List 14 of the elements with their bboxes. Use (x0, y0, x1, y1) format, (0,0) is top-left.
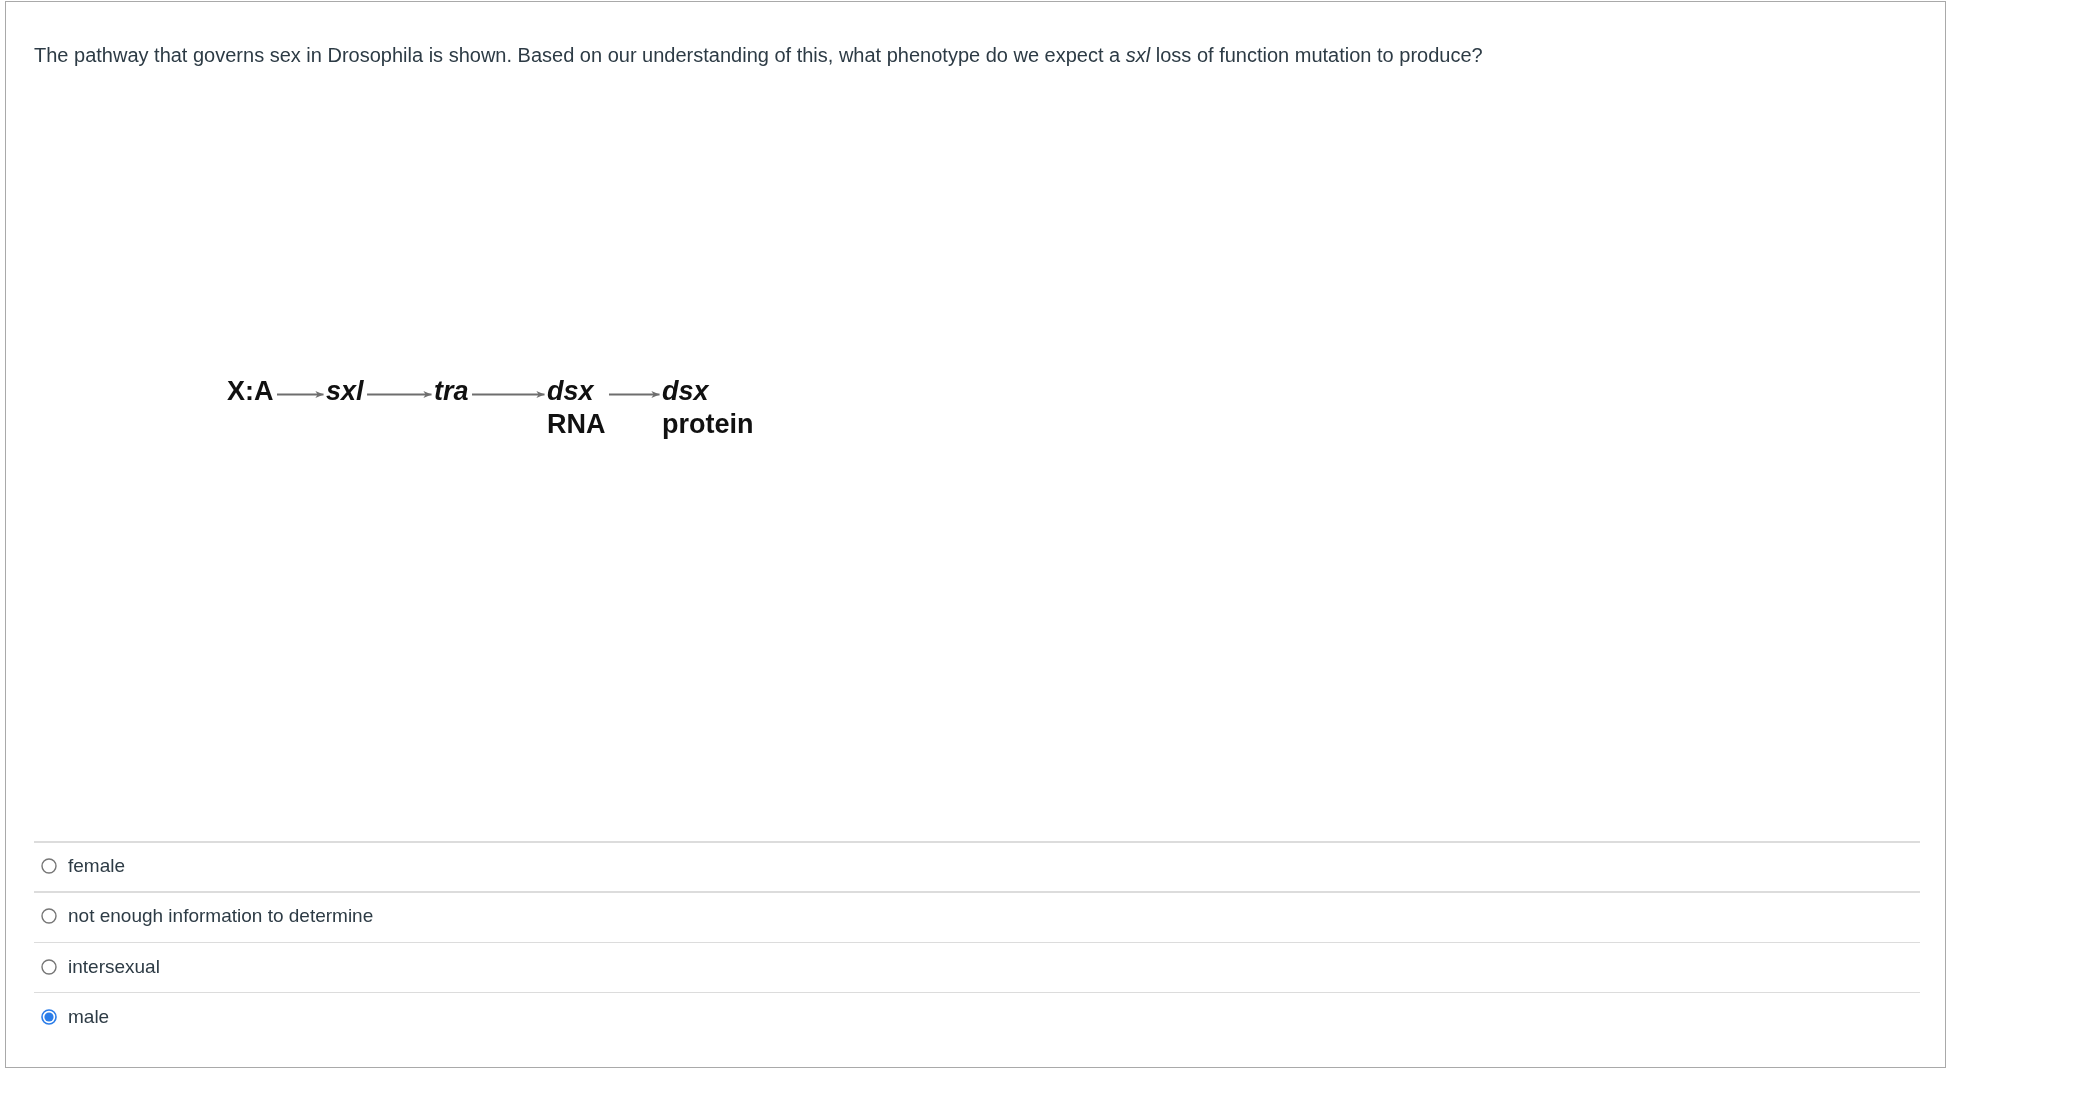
answer-option: male (68, 1004, 110, 1029)
arrow (608, 390, 661, 399)
arrow (276, 390, 325, 399)
arrow (471, 390, 546, 399)
pathway-term: dsx RNA (547, 375, 606, 441)
pathway-term: tra (434, 375, 469, 408)
arrow (366, 390, 433, 399)
pathway-term: sxl (326, 375, 364, 408)
pathway-term: X:A (227, 375, 274, 408)
answer-option: not enough information to determine (68, 904, 374, 929)
question-text: The pathway that governs sex in Drosophila is shown. Based on our understanding of this, what phenotype do we expect a sxl loss of function mutation to produce? (34, 43, 1483, 68)
answer-option: intersexual (68, 954, 160, 979)
answer-option: female (68, 854, 126, 878)
pathway-term: dsx protein (662, 375, 754, 441)
